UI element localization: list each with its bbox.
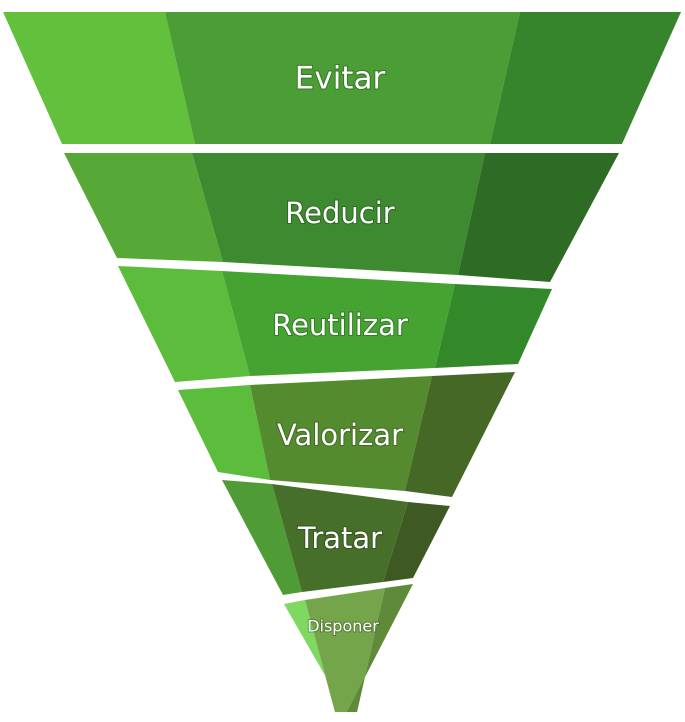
tier-left-facet [284,600,346,712]
tier-label-tratar: Tratar [297,521,382,555]
tier-disponer: Disponer [284,584,413,712]
tier-center-facet [272,484,408,592]
tier-right-facet [490,12,681,144]
tier-center-facet [305,588,385,712]
tier-left-facet [178,385,270,480]
tier-label-reutilizar: Reutilizar [272,308,408,342]
tier-left-facet [222,480,302,595]
tier-reutilizar: Reutilizar [118,266,552,382]
tier-valorizar: Valorizar [178,372,515,497]
tier-right-facet [458,153,619,282]
tier-tratar: Tratar [222,480,450,595]
tier-evitar: Evitar [3,12,681,144]
tier-label-reducir: Reducir [285,196,394,230]
tier-center-facet [250,376,432,491]
tier-center-facet [165,12,520,144]
tier-right-facet [383,502,450,582]
tier-center-facet [222,271,455,376]
tier-center-facet [192,153,485,275]
tier-label-valorizar: Valorizar [277,418,403,452]
tier-right-facet [405,372,515,497]
tier-left-facet [118,266,250,382]
tier-right-facet [435,284,552,368]
tier-left-facet [64,153,223,262]
tier-reducir: Reducir [64,153,619,282]
tier-label-evitar: Evitar [295,61,386,97]
tier-right-facet [347,584,413,712]
tier-label-disponer: Disponer [307,617,379,636]
tier-left-facet [3,12,195,144]
